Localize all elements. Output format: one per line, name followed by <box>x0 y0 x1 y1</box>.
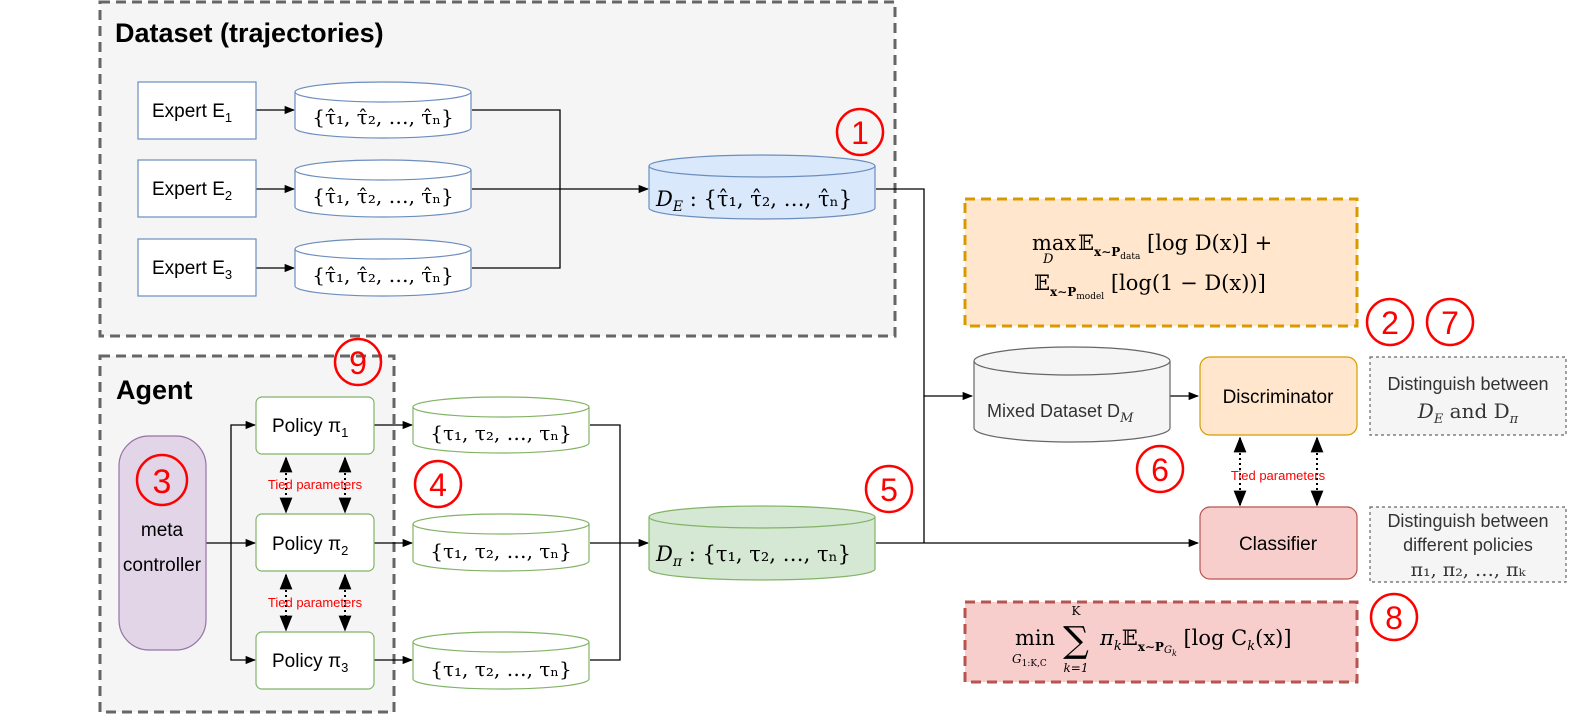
classifier-objective-box <box>963 600 1359 684</box>
svg-text:9: 9 <box>349 345 367 381</box>
svg-text:different policies: different policies <box>1403 535 1533 555</box>
svg-text:Policy π3: Policy π3 <box>272 651 348 675</box>
policy-trajectories-1: {τ₁, τ₂, …, τₙ} <box>412 396 590 454</box>
discriminator-note: Distinguish between DE and Dπ <box>1369 356 1567 436</box>
expert-trajectories-3: {τ̂₁, τ̂₂, …, τ̂ₙ} <box>294 238 472 297</box>
svg-text:meta: meta <box>141 520 184 541</box>
policy-trajectories-2: {τ₁, τ₂, …, τₙ} <box>412 513 590 572</box>
step-marker-2: 2 <box>1365 297 1415 347</box>
svg-text:Policy π1: Policy π1 <box>272 416 348 440</box>
svg-text:max: max <box>1032 231 1076 255</box>
tied-parameters-label-1: Tied parameters <box>268 477 363 492</box>
tied-arrows <box>279 436 1324 632</box>
classifier-note: Distinguish between different policies π… <box>1369 506 1567 583</box>
svg-text:Expert E1: Expert E1 <box>152 101 232 125</box>
svg-text:controller: controller <box>123 555 202 576</box>
svg-text:{τ₁, τ₂, …, τₙ}: {τ₁, τ₂, …, τₙ} <box>430 421 571 445</box>
step-marker-5: 5 <box>864 464 914 514</box>
svg-text:Expert E2: Expert E2 <box>152 179 232 203</box>
dataset-group-title: Dataset (trajectories) <box>115 18 384 48</box>
svg-text:𝔼x∼Pdata [log D(x)] +: 𝔼x∼Pdata [log D(x)] + <box>1078 231 1272 262</box>
step-marker-3: 3 <box>135 453 189 507</box>
step-marker-9: 9 <box>333 337 383 387</box>
policy-box-1: Policy π1 <box>255 396 375 455</box>
svg-text:5: 5 <box>880 472 898 508</box>
svg-text:Expert E3: Expert E3 <box>152 258 232 282</box>
classifier-box: Classifier <box>1199 506 1358 580</box>
svg-text:1: 1 <box>851 115 869 151</box>
expert-trajectories-1: {τ̂₁, τ̂₂, …, τ̂ₙ} <box>294 81 472 139</box>
step-marker-1: 1 <box>835 107 885 157</box>
svg-text:DE : {τ̂₁, τ̂₂, …, τ̂ₙ}: DE : {τ̂₁, τ̂₂, …, τ̂ₙ} <box>655 187 852 215</box>
svg-text:∑: ∑ <box>1063 620 1089 661</box>
expert-box-1: Expert E1 <box>137 81 257 140</box>
gan-objective-formula: max D 𝔼x∼Pdata [log D(x)] + 𝔼x∼Pmodel [l… <box>1032 231 1272 302</box>
svg-text:2: 2 <box>1381 305 1399 341</box>
svg-text:4: 4 <box>429 467 447 503</box>
policy-box-3: Policy π3 <box>255 631 375 690</box>
svg-text:DE and Dπ: DE and Dπ <box>1417 399 1519 427</box>
mixed-dataset-cylinder: Mixed Dataset DM <box>973 346 1171 443</box>
svg-text:D: D <box>1042 252 1054 267</box>
svg-text:3: 3 <box>153 463 172 501</box>
gan-objective-box <box>963 197 1359 328</box>
step-marker-4: 4 <box>413 459 463 509</box>
svg-text:G1:K,C: G1:K,C <box>1012 652 1047 669</box>
step-marker-6: 6 <box>1135 444 1185 494</box>
svg-text:Distinguish between: Distinguish between <box>1387 374 1548 394</box>
policy-trajectories-3: {τ₁, τ₂, …, τₙ} <box>412 631 590 690</box>
svg-text:π₁, π₂, …, πₖ: π₁, π₂, …, πₖ <box>1411 559 1527 581</box>
svg-text:πk𝔼x∼PGk [log Ck(x)]: πk𝔼x∼PGk [log Ck(x)] <box>1099 626 1292 658</box>
tied-parameters-label-2: Tied parameters <box>268 595 363 610</box>
svg-text:min: min <box>1015 626 1055 650</box>
svg-text:Mixed Dataset DM: Mixed Dataset DM <box>987 401 1134 426</box>
svg-text:Dπ : {τ₁, τ₂, …, τₙ}: Dπ : {τ₁, τ₂, …, τₙ} <box>655 542 851 570</box>
step-marker-7: 7 <box>1425 297 1475 347</box>
svg-text:Classifier: Classifier <box>1239 534 1318 555</box>
policy-box-2: Policy π2 <box>255 513 375 572</box>
svg-text:k=1: k=1 <box>1064 661 1089 675</box>
expert-box-2: Expert E2 <box>137 159 257 218</box>
expert-box-3: Expert E3 <box>137 238 257 297</box>
svg-text:Policy π2: Policy π2 <box>272 534 348 558</box>
svg-text:{τ̂₁, τ̂₂, …, τ̂ₙ}: {τ̂₁, τ̂₂, …, τ̂ₙ} <box>312 184 453 208</box>
step-marker-8: 8 <box>1369 592 1419 642</box>
svg-text:{τ̂₁, τ̂₂, …, τ̂ₙ}: {τ̂₁, τ̂₂, …, τ̂ₙ} <box>312 105 453 129</box>
classifier-objective-formula: min G1:K,C K ∑ k=1 πk𝔼x∼PGk [log Ck(x)] <box>1012 604 1292 675</box>
svg-text:Distinguish between: Distinguish between <box>1387 511 1548 531</box>
expert-trajectories-2: {τ̂₁, τ̂₂, …, τ̂ₙ} <box>294 159 472 218</box>
policy-dataset-cylinder: Dπ : {τ₁, τ₂, …, τₙ} <box>648 505 876 581</box>
discriminator-box: Discriminator <box>1199 356 1358 436</box>
svg-text:Discriminator: Discriminator <box>1223 387 1335 408</box>
expert-dataset-cylinder: DE : {τ̂₁, τ̂₂, …, τ̂ₙ} <box>648 154 876 220</box>
svg-text:6: 6 <box>1151 452 1169 488</box>
svg-text:{τ₁, τ₂, …, τₙ}: {τ₁, τ₂, …, τₙ} <box>430 657 571 681</box>
svg-text:{τ̂₁, τ̂₂, …, τ̂ₙ}: {τ̂₁, τ̂₂, …, τ̂ₙ} <box>312 263 453 287</box>
svg-text:𝔼x∼Pmodel [log(1 − D(x))]: 𝔼x∼Pmodel [log(1 − D(x))] <box>1034 271 1266 302</box>
svg-text:{τ₁, τ₂, …, τₙ}: {τ₁, τ₂, …, τₙ} <box>430 539 571 563</box>
tied-parameters-label-3: Tied parameters <box>1231 468 1326 483</box>
svg-text:K: K <box>1072 604 1082 618</box>
connectors <box>206 105 1200 665</box>
agent-group-title: Agent <box>116 375 193 405</box>
svg-text:7: 7 <box>1441 305 1459 341</box>
svg-text:8: 8 <box>1385 600 1403 636</box>
